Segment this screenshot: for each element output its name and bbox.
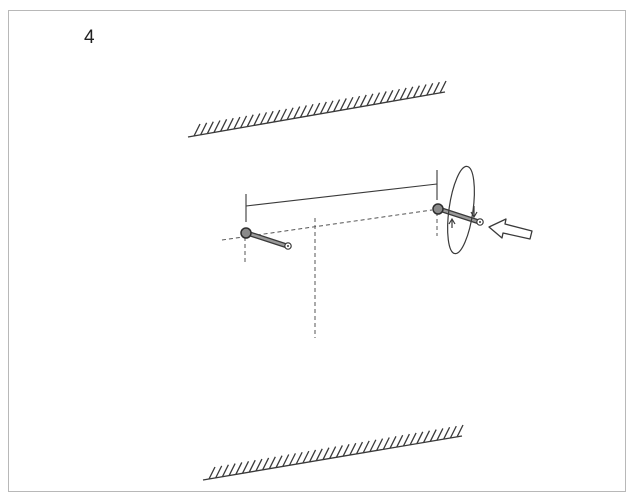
hatch-mark [206,121,214,134]
hatch-mark [326,100,334,114]
hatch-mark [355,441,364,455]
hatch-mark [293,106,301,119]
alignment-guides [221,209,438,338]
hatch-mark [308,449,317,463]
hatch-mark [422,430,431,443]
hatch-mark [449,425,457,439]
hatch-mark [379,91,387,104]
hatch-mark [273,109,281,123]
hatch-mark [319,101,327,115]
hatch-mark [339,98,347,111]
hatch-mark [282,454,290,467]
hatch-mark [369,439,377,453]
hatch-mark [268,456,276,470]
hatch-mark [392,88,401,102]
hatch-mark [220,119,228,132]
hatch-mark [299,105,307,118]
hatch-mark [386,90,394,103]
hatch-mark [215,465,223,479]
hatch-mark [286,107,294,121]
top-surface-hatch [187,80,447,138]
hatch-mark [436,428,444,441]
hatch-mark [399,87,407,101]
hatch-mark [389,436,397,449]
hatch-mark [239,115,248,129]
hatch-mark [213,120,221,133]
hatch-mark [429,429,437,442]
hatch-mark [262,457,270,471]
hatch-mark [228,463,236,476]
hatch-mark [302,450,310,464]
hatch-mark [279,108,288,122]
hatch-mark [208,466,216,480]
rotation-icon [447,165,478,255]
hatch-mark [372,92,381,105]
hatch-mark [246,114,254,127]
hatch-mark [342,444,350,457]
instruction-panel [8,10,626,492]
hatch-mark [416,431,424,445]
left-anchor-icon [240,227,292,250]
hatch-mark [456,424,464,438]
hatch-mark [439,80,447,94]
hatch-mark [352,95,361,109]
hatch-mark [335,445,343,458]
hatch-mark [426,83,434,96]
hatch-mark [412,85,420,98]
hatch-mark [306,103,314,117]
hatch-mark [329,446,337,459]
hatch-mark [366,93,374,107]
hatch-mark [313,102,321,116]
hatch-mark [362,440,370,454]
bottom-hatch-lines [208,424,464,480]
hatch-mark [259,112,268,125]
dimension-line [245,170,438,222]
hatch-mark [359,94,367,108]
hatch-mark [396,434,404,448]
hatch-mark [346,96,354,110]
hatch-mark [288,453,297,466]
hatch-mark [402,433,410,447]
hatch-mark [266,110,274,124]
top-hatch-lines [193,80,447,137]
hatch-mark [322,447,330,460]
hatch-mark [295,451,303,465]
bottom-surface-hatch [202,424,464,481]
hatch-mark [241,461,250,474]
hatch-mark [432,81,440,95]
hatch-mark [333,99,341,112]
hatch-mark [255,458,263,472]
hatch-mark [409,432,417,446]
hatch-mark [233,116,241,130]
hatch-mark [193,123,201,137]
hatch-mark [406,86,414,100]
hatch-mark [248,459,256,473]
hatch-mark [221,464,229,478]
hatch-mark [382,437,390,450]
hatch-mark [375,438,384,451]
hatch-mark [443,426,451,440]
hatch-mark [419,84,427,97]
hatch-mark [226,117,234,131]
hatch-mark [235,462,243,475]
hatch-mark [253,113,261,126]
hatch-mark [349,442,357,456]
push-arrow-icon [488,218,533,240]
step-number: 4 [84,27,95,48]
hatch-mark [315,448,323,462]
hatch-mark [200,122,208,136]
hatch-mark [275,455,283,468]
right-anchor-icon [432,203,484,226]
